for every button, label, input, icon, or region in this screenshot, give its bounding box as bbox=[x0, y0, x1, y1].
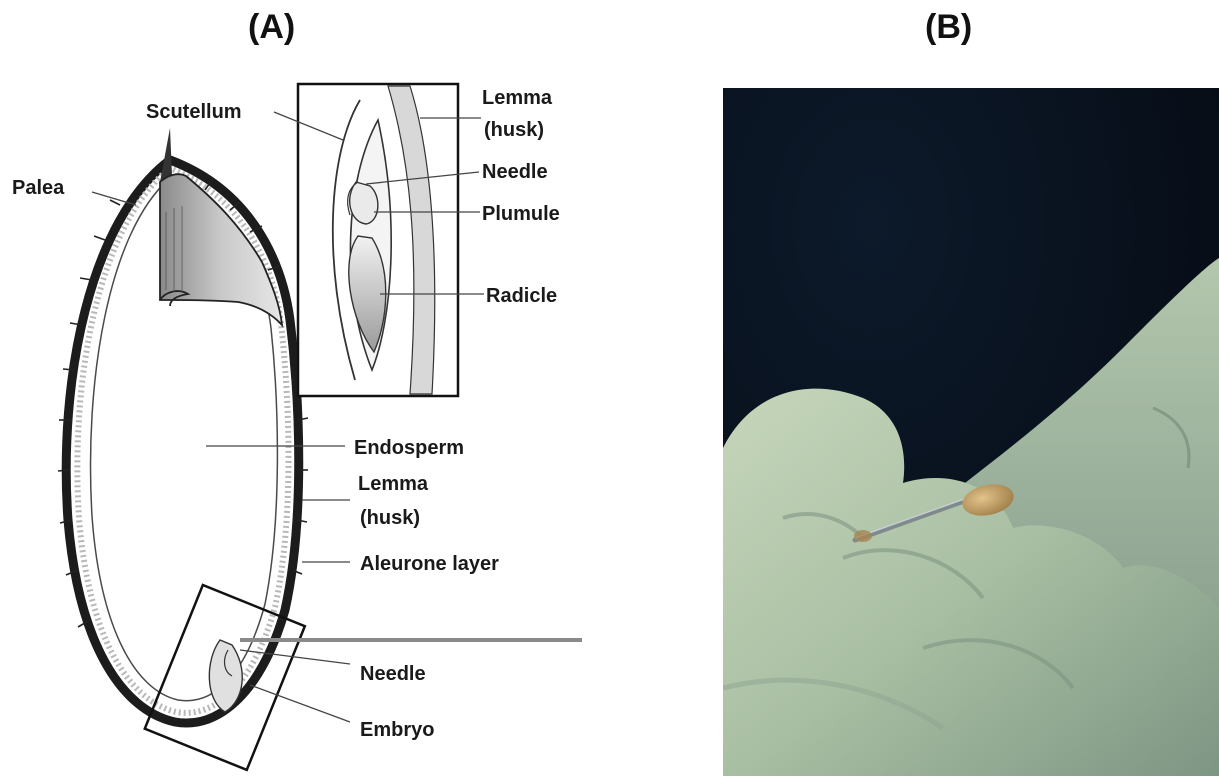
label-lemma: Lemma bbox=[358, 473, 429, 495]
seed-injection-photo bbox=[723, 88, 1219, 776]
label-embryo: Embryo bbox=[360, 719, 434, 741]
scutellum-flap bbox=[160, 128, 282, 325]
label-husk-inset: (husk) bbox=[484, 119, 544, 141]
label-plumule: Plumule bbox=[482, 203, 560, 225]
label-needle: Needle bbox=[360, 663, 426, 685]
seed-diagram: Scutellum Palea Lemma (husk) Needle Plum… bbox=[0, 0, 700, 776]
panel-b-label: (B) bbox=[925, 8, 972, 47]
label-needle-inset: Needle bbox=[482, 161, 548, 183]
label-husk: (husk) bbox=[360, 507, 420, 529]
label-palea: Palea bbox=[12, 177, 65, 199]
label-scutellum: Scutellum bbox=[146, 101, 242, 123]
label-lemma-inset: Lemma bbox=[482, 87, 553, 109]
label-aleurone-layer: Aleurone layer bbox=[360, 553, 499, 575]
label-radicle: Radicle bbox=[486, 285, 557, 307]
label-endosperm: Endosperm bbox=[354, 437, 464, 459]
